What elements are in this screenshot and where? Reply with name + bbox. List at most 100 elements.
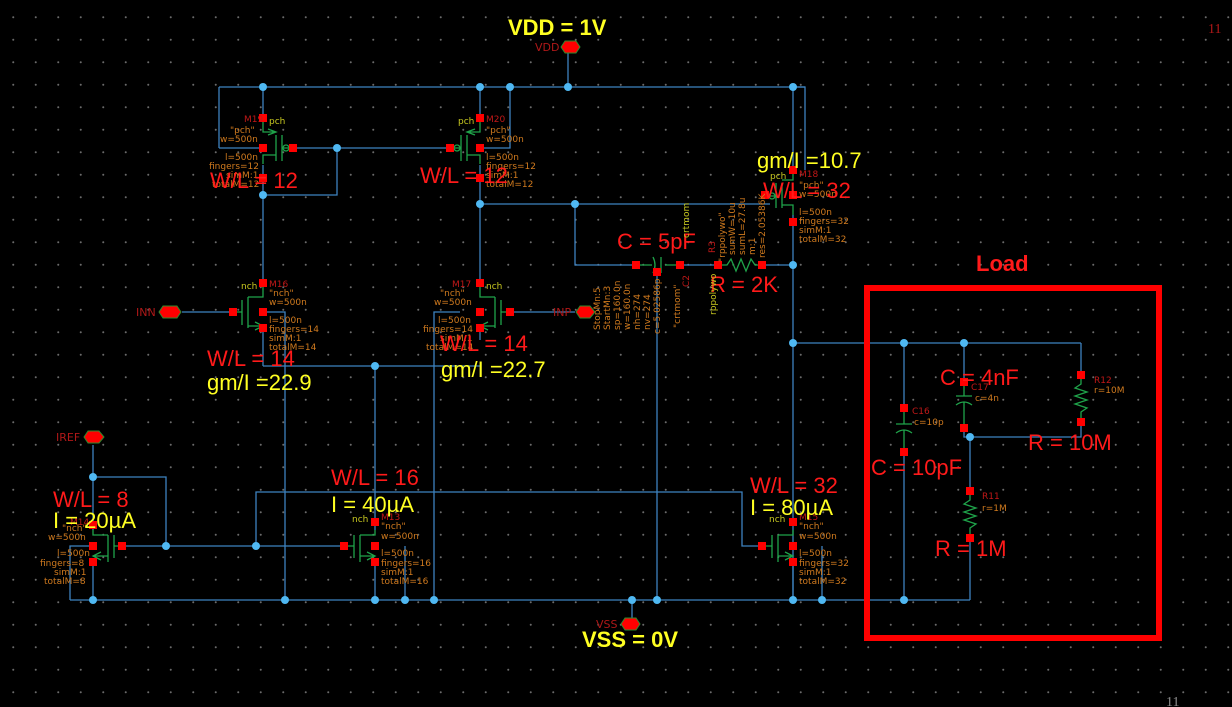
instance-name: C17: [971, 383, 989, 393]
m16-gm-annotation: gm/I =22.9: [207, 370, 312, 395]
device-model: "nch": [799, 522, 824, 532]
junction: [371, 596, 379, 604]
vss-pad[interactable]: [620, 617, 641, 631]
device-value: r=1M: [982, 504, 1007, 514]
junction: [564, 83, 572, 91]
r3-symbol[interactable]: [718, 257, 762, 273]
instance-name: M16: [269, 280, 288, 290]
m15-symbol[interactable]: [762, 530, 795, 562]
vss-annotation: VSS = 0V: [582, 627, 678, 652]
junction: [900, 339, 908, 347]
pin: [118, 542, 126, 550]
pin: [259, 174, 267, 182]
pin: [476, 174, 484, 182]
m16-symbol[interactable]: [233, 283, 265, 331]
instance-name: M15: [799, 513, 818, 523]
device-prop: w=160.0n: [623, 284, 633, 330]
pin: [506, 308, 514, 316]
pin: [789, 191, 797, 199]
pin: [758, 261, 766, 269]
device-totalm: totalM=14: [269, 343, 317, 353]
pin: [761, 191, 769, 199]
device-width: w=500n: [381, 532, 419, 542]
device-type: nch: [352, 515, 368, 525]
vdd-annotation: VDD = 1V: [508, 15, 607, 40]
junction: [571, 200, 579, 208]
junction-dots: [89, 83, 974, 604]
pin: [259, 324, 267, 332]
instance-name: M18: [799, 170, 818, 180]
pin: [89, 542, 97, 550]
m19-wl-annotation: W/L = 12: [210, 168, 298, 193]
bias-to-m15: [255, 491, 762, 547]
vss-pin-label: VSS: [596, 618, 618, 631]
iref-pin-label: IREF: [56, 431, 80, 444]
pin: [229, 308, 237, 316]
device-prop: m:1: [748, 237, 758, 255]
pin: [259, 144, 267, 152]
m15-current-annotation: I = 80µA: [750, 495, 833, 520]
vdd-pad[interactable]: [560, 40, 581, 54]
c17-symbol[interactable]: [955, 382, 973, 428]
instance-name: M14: [70, 518, 89, 528]
device-value: c=4n: [975, 394, 999, 404]
pin: [289, 144, 297, 152]
device-fingers: fingers=16: [381, 559, 431, 569]
device-simm: simM:1: [799, 226, 831, 236]
junction: [476, 83, 484, 91]
device-type: nch: [241, 282, 257, 292]
m16-labels: M16 nch "nch" w=500n l=500n fingers=14 s…: [207, 280, 319, 395]
device-length: l=500n: [57, 549, 90, 559]
device-simm: simM:1: [269, 334, 301, 344]
device-width: w=500n: [48, 533, 86, 543]
junction: [89, 473, 97, 481]
device-length: l=500n: [381, 549, 414, 559]
m13-wl-annotation: W/L = 16: [331, 465, 419, 490]
device-model: "rppolywo": [718, 212, 728, 262]
pin: [676, 261, 684, 269]
c16-symbol[interactable]: [895, 408, 913, 452]
junction: [162, 542, 170, 550]
junction: [789, 596, 797, 604]
r12-symbol[interactable]: [1072, 375, 1090, 422]
device-prop: sumW=10u: [728, 202, 738, 255]
pin: [1077, 418, 1085, 426]
m17-symbol[interactable]: [478, 283, 510, 331]
m17-wl-annotation: W/L = 14: [440, 331, 528, 356]
device-simm: simM:1: [440, 334, 472, 344]
device-totalm: totalM=32: [799, 577, 846, 587]
device-width: w=500n: [799, 532, 837, 542]
m17-bulk: [433, 311, 460, 600]
device-model: "nch": [269, 289, 294, 299]
iref-pad[interactable]: [83, 430, 105, 444]
device-fingers: fingers=12: [486, 162, 536, 172]
inn-pad[interactable]: [158, 305, 182, 319]
m18-labels: M18 pch "pch" w=500n l=500n fingers=32 s…: [757, 148, 862, 245]
pin: [789, 558, 797, 566]
m20-labels: M20 pch "pch" w=500n l=500n fingers=12 s…: [420, 115, 536, 190]
pin: [476, 324, 484, 332]
m14-diode: [93, 476, 167, 546]
instance-name: M19: [244, 115, 263, 125]
instance-name: C16: [912, 407, 930, 417]
labels: VDD = 1V VDD VSS = 0V VSS INN INP IREF 1…: [40, 15, 1221, 707]
device-width: w=500n: [220, 135, 258, 145]
m14-symbol[interactable]: [91, 530, 122, 562]
junction: [259, 191, 267, 199]
device-model: "nch": [381, 522, 406, 532]
page-number-bottom: 11: [1166, 695, 1179, 707]
device-length: l=500n: [799, 549, 832, 559]
r12-annotation: R = 10M: [1028, 430, 1112, 455]
pin: [960, 424, 968, 432]
r11-symbol[interactable]: [961, 491, 979, 538]
device-fingers: fingers=14: [423, 325, 473, 335]
m13-symbol[interactable]: [344, 530, 377, 562]
terminal-pins: [89, 114, 1085, 566]
c16-annotation: C = 10pF: [871, 455, 962, 480]
device-prop: res=2.05386K: [758, 193, 768, 258]
device-model: "nch": [62, 524, 87, 534]
junction: [506, 83, 514, 91]
inp-pad[interactable]: [575, 305, 596, 319]
